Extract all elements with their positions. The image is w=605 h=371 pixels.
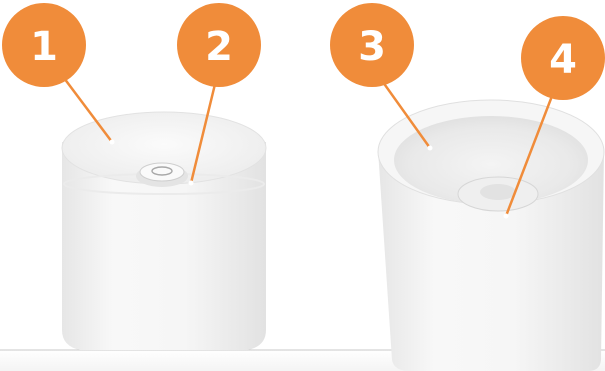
callout-badge-1: 1	[2, 3, 86, 87]
callout-badge-4: 4	[521, 16, 605, 100]
leader-dot-4	[504, 214, 509, 219]
leader-dot-3	[428, 146, 433, 151]
callout-label-4: 4	[549, 37, 577, 83]
callout-badge-2: 2	[177, 3, 261, 87]
power-button	[140, 163, 184, 181]
callout-label-2: 2	[205, 24, 233, 70]
cavity-center-hole	[480, 184, 516, 200]
leader-dot-2	[189, 181, 194, 186]
product-right-open	[378, 100, 604, 371]
leader-dot-1	[110, 140, 115, 145]
callout-label-1: 1	[30, 24, 58, 70]
callout-label-3: 3	[358, 24, 386, 70]
product-left-closed	[62, 112, 266, 350]
callout-badge-3: 3	[330, 3, 414, 87]
